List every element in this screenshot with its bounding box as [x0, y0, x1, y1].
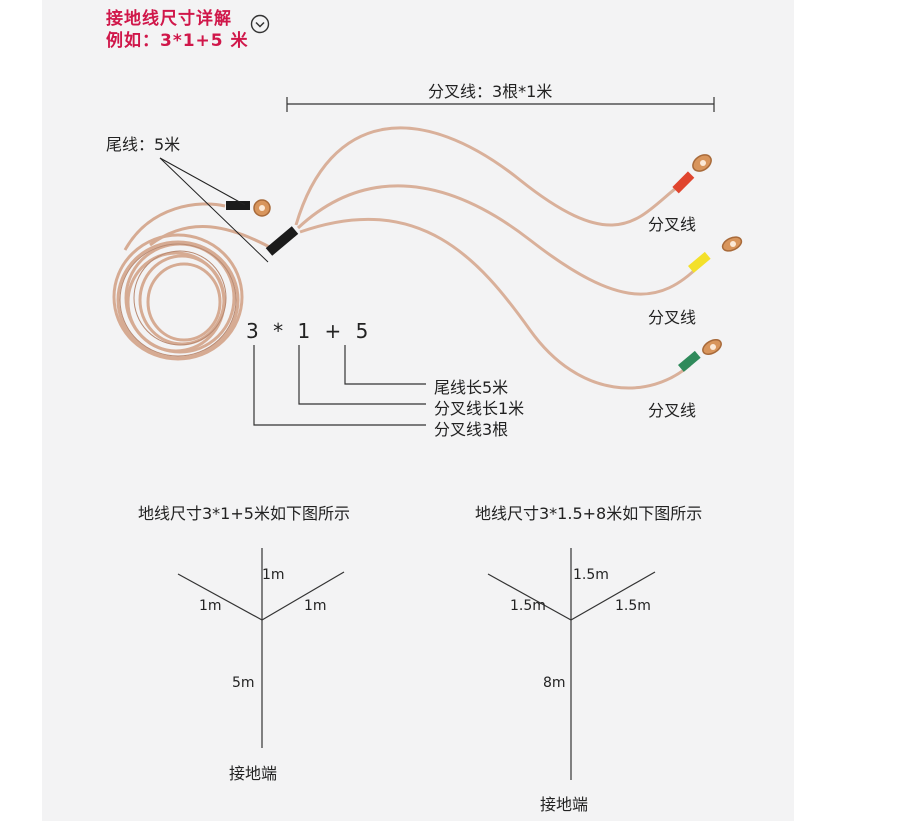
clamp-sleeve-yellow	[688, 251, 711, 273]
formula-text: 3 * 1 + 5	[246, 319, 373, 343]
diagram-2-lines	[487, 548, 656, 780]
branch-dimension-label: 分叉线：3根*1米	[428, 82, 553, 101]
diagram-1-top-length: 1m	[262, 567, 285, 583]
content-panel	[42, 0, 794, 821]
branch-wire-1	[294, 126, 681, 227]
branch-label-2: 分叉线	[648, 308, 697, 327]
diagram-1-caption: 地线尺寸3*1+5米如下图所示	[138, 504, 350, 523]
branch-wire-3	[299, 217, 691, 390]
branch-label-3: 分叉线	[648, 401, 697, 420]
branch-label-1: 分叉线	[648, 215, 697, 234]
branch-dimension-line	[286, 97, 715, 112]
legend-branch-length: 分叉线长1米	[434, 399, 525, 418]
diagram-1-right-length: 1m	[304, 598, 327, 614]
header-title: 接地线尺寸详解	[106, 9, 232, 29]
diagram-2-ground-end: 接地端	[540, 795, 589, 814]
diagram-2-stem-length: 8m	[543, 675, 566, 691]
diagram-1-left-length: 1m	[199, 598, 222, 614]
legend-tail-length: 尾线长5米	[434, 378, 509, 397]
tail-label: 尾线：5米	[106, 135, 181, 154]
clamp-sleeve-green	[678, 350, 701, 372]
tail-leader-lines	[159, 157, 269, 263]
diagram-2-left-length: 1.5m	[510, 598, 546, 614]
chevron-down-circle-icon[interactable]	[250, 14, 270, 34]
branch-wire-2	[296, 184, 702, 296]
diagram-2-caption: 地线尺寸3*1.5+8米如下图所示	[475, 504, 703, 523]
clamp-sleeve-red	[672, 171, 695, 194]
wire-coil	[112, 233, 244, 361]
diagram-2-top-length: 1.5m	[573, 567, 609, 583]
formula-bracket-lines	[253, 345, 426, 426]
diagram-1-stem-length: 5m	[232, 675, 255, 691]
tail-lug-sleeve	[226, 201, 250, 210]
diagram-1-ground-end: 接地端	[229, 764, 278, 783]
diagram-1-lines	[177, 548, 345, 748]
junction-sleeve	[265, 226, 299, 256]
diagram-2-right-length: 1.5m	[615, 598, 651, 614]
tail-wire	[149, 225, 276, 252]
header-example: 例如：3*1+5 米	[106, 31, 249, 51]
legend-branch-count: 分叉线3根	[434, 420, 509, 439]
